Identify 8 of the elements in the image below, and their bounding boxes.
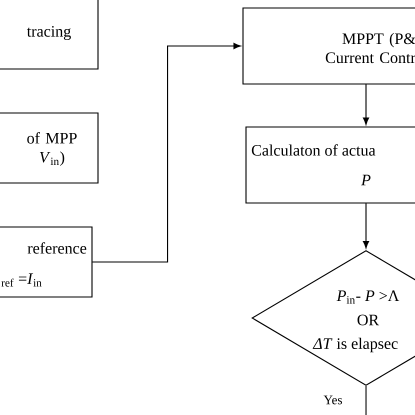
process-box: tracing — [0, 0, 99, 70]
arrow — [362, 204, 370, 248]
edge-label: Yes — [324, 396, 342, 404]
process-box: of MPP V$_{in}$) — [0, 112, 99, 184]
arrow — [92, 42, 241, 263]
arrow — [362, 84, 370, 125]
process-box: reference $_{ref}$ =I$_{in}$ — [0, 226, 93, 298]
process-box: Calculaton of actua P — [245, 126, 415, 204]
